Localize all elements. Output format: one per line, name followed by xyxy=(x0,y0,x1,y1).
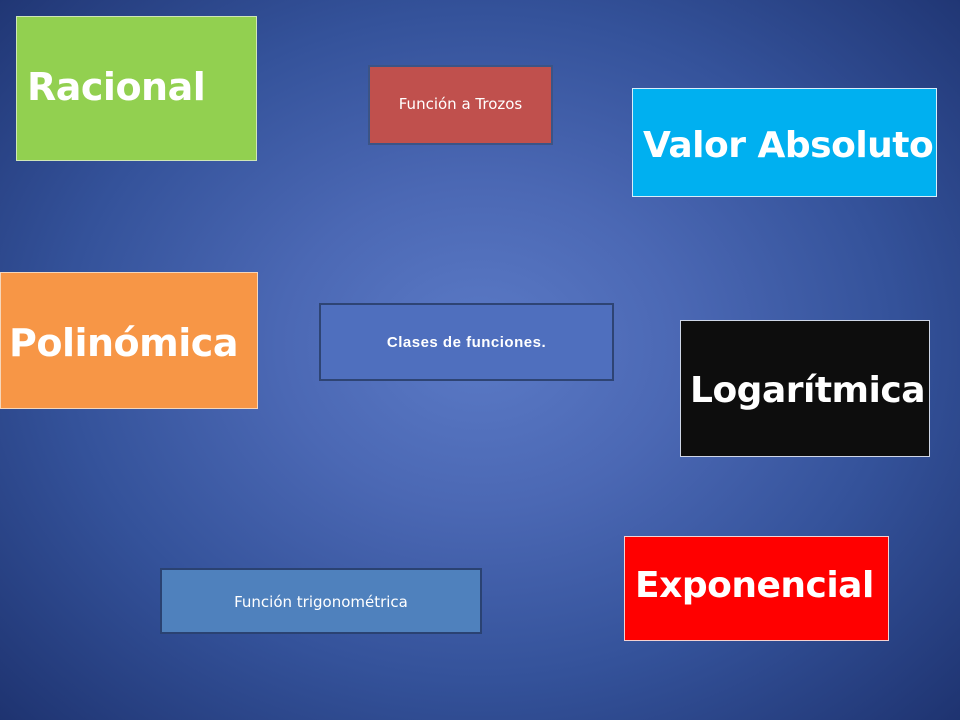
valor-absoluto-box: Valor Absoluto xyxy=(632,88,937,197)
funcion-a-trozos-label: Función a Trozos xyxy=(398,95,523,113)
racional-label: Racional xyxy=(27,64,206,109)
funcion-trigonometrica-label: Función trigonométrica xyxy=(234,593,408,611)
exponencial-box: Exponencial xyxy=(624,536,889,641)
funcion-a-trozos-box: Función a Trozos xyxy=(368,65,553,145)
polinomica-box: Polinómica xyxy=(0,272,258,409)
funcion-trigonometrica-box: Función trigonométrica xyxy=(160,568,482,634)
exponencial-label: Exponencial xyxy=(635,565,874,606)
polinomica-label: Polinómica xyxy=(9,320,238,365)
clases-de-funciones-box: Clases de funciones. xyxy=(319,303,614,381)
clases-de-funciones-label: Clases de funciones. xyxy=(386,333,547,351)
logaritmica-label: Logarítmica xyxy=(690,370,926,411)
logaritmica-box: Logarítmica xyxy=(680,320,930,457)
racional-box: Racional xyxy=(16,16,257,161)
valor-absoluto-label: Valor Absoluto xyxy=(643,125,934,166)
